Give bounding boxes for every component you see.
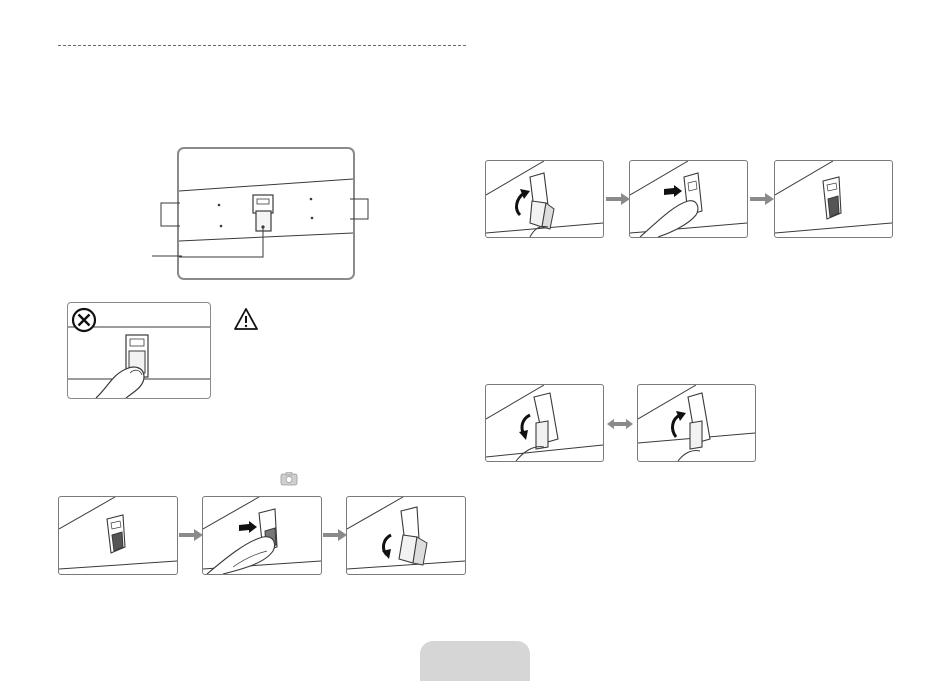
step-figure-push-switch-right xyxy=(629,160,748,238)
switch-overview-illustration xyxy=(179,149,353,278)
header-dashed-rule xyxy=(58,45,466,46)
right-arrow-icon xyxy=(322,528,348,542)
step-figure-rotate-down xyxy=(485,384,604,462)
double-arrow-icon xyxy=(606,418,634,430)
push-switch-illustration xyxy=(203,497,321,574)
switch-flat-right-illustration xyxy=(775,161,892,237)
step-figure-switch-flat-right xyxy=(774,160,893,238)
right-arrow-icon xyxy=(178,528,204,542)
left-label-bracket xyxy=(158,200,182,230)
step-figure-rotate-up-alt xyxy=(637,384,756,462)
switch-overview-panel xyxy=(177,147,355,280)
step-figure-switch-flat xyxy=(58,496,178,575)
rotate-switch-up-alt-illustration xyxy=(638,385,755,461)
rotate-switch-up-illustration xyxy=(486,161,603,237)
page-number-tab xyxy=(420,641,530,681)
switch-flat-illustration xyxy=(59,497,177,574)
switch-leader-line xyxy=(152,252,182,260)
push-switch-right-illustration xyxy=(630,161,747,237)
switch-raised-illustration xyxy=(347,497,465,574)
camera-icon xyxy=(280,472,298,486)
step-figure-switch-raised xyxy=(346,496,466,575)
forbidden-circle-x-icon xyxy=(70,306,98,334)
step-figure-rotate-up xyxy=(485,160,604,238)
rotate-switch-down-illustration xyxy=(486,385,603,461)
right-label-bracket xyxy=(350,197,372,223)
right-arrow-icon xyxy=(749,192,775,206)
caution-triangle-icon xyxy=(233,307,259,331)
step-figure-push-switch xyxy=(202,496,322,575)
right-arrow-icon xyxy=(605,192,631,206)
